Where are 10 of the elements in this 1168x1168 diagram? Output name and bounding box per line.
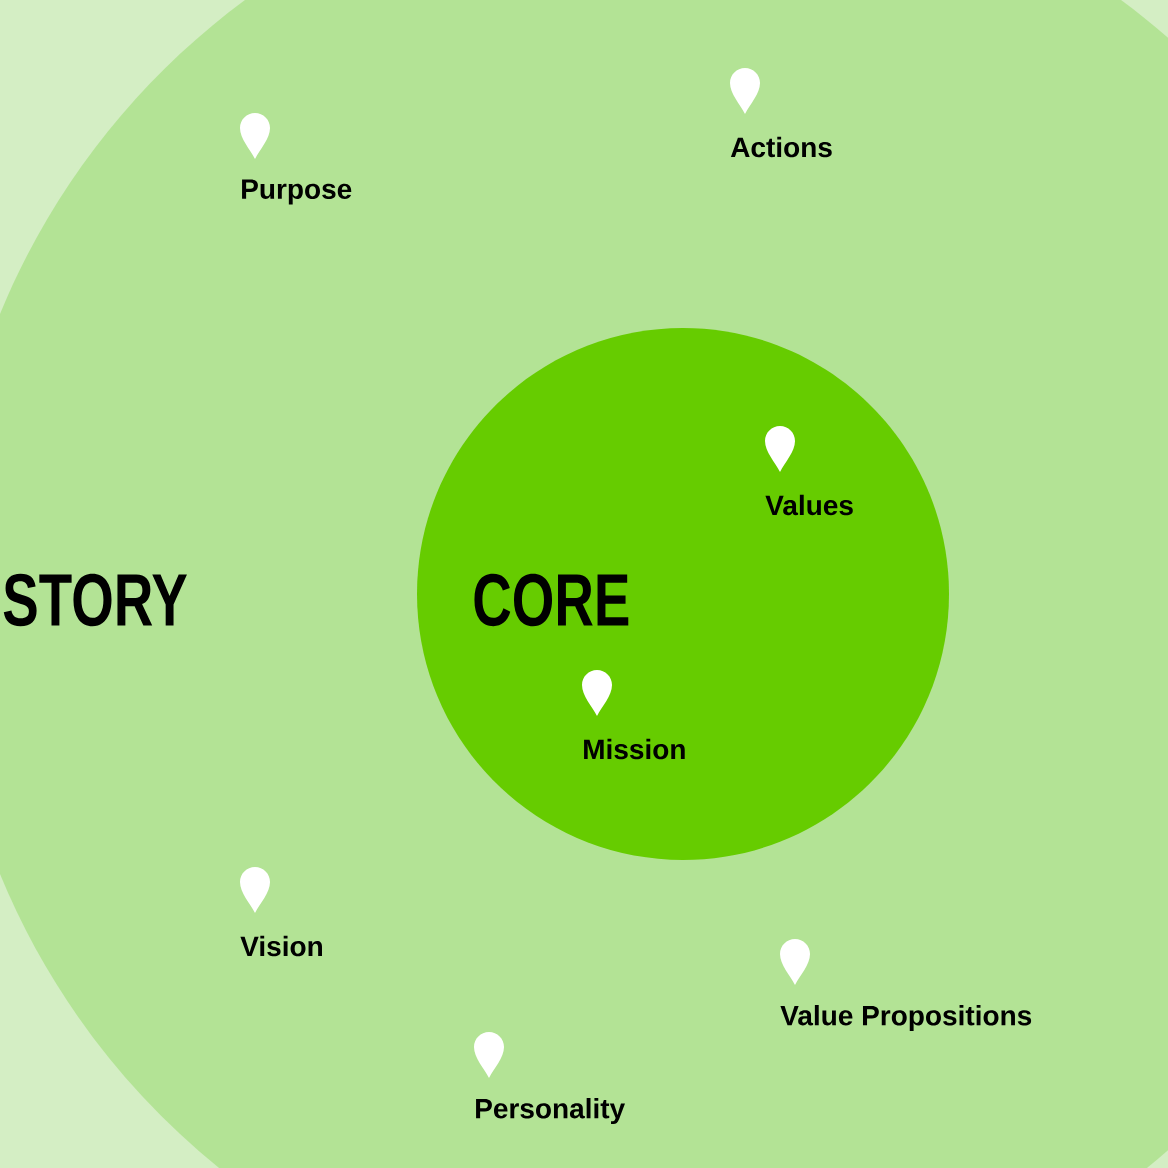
pin-label: Values (765, 494, 853, 516)
pin-label: Purpose (242, 179, 352, 205)
pin-label: Actions (730, 136, 832, 158)
pin-label: Vision (240, 935, 322, 957)
core-circle (417, 328, 949, 860)
circle-title: STORY (3, 573, 187, 627)
pin-label: Mission (584, 738, 685, 760)
pin-label: Value Propositions (780, 1004, 1032, 1032)
circle-title: CORE (474, 573, 629, 627)
pin-label: Personality (476, 1098, 625, 1125)
